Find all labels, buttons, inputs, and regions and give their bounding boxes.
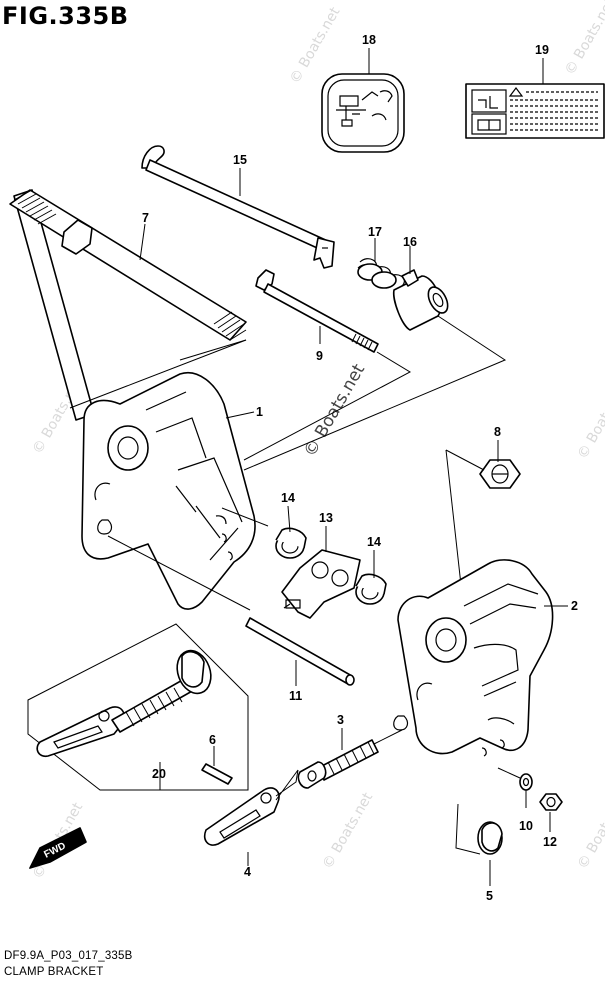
watermark-faint: © Boats.net: [575, 790, 605, 872]
figure-caption: CLAMP BRACKET: [4, 966, 104, 978]
callout-15: 15: [233, 153, 247, 167]
callout-20: 20: [152, 767, 166, 781]
watermark-faint: © Boats.net: [562, 0, 605, 78]
nut-8-part: [479, 459, 521, 489]
callout-12: 12: [543, 835, 557, 849]
watermark-main: © Boats.net: [300, 360, 369, 460]
callout-19: 19: [535, 43, 549, 57]
figure-title: FIG.335B: [2, 2, 129, 30]
spring-part: [357, 258, 405, 289]
pin-part: [201, 763, 233, 785]
callout-leaders: [139, 48, 568, 886]
collar-part: [392, 269, 449, 331]
callout-2: 2: [571, 599, 578, 613]
callout-18: 18: [362, 33, 376, 47]
clamp-screw-plate-part: [477, 821, 503, 855]
plate-part: [281, 549, 361, 619]
bushing-lower-part: [355, 573, 387, 605]
callout-13: 13: [319, 511, 333, 525]
callout-7: 7: [142, 211, 149, 225]
bushing-upper-part: [275, 527, 307, 559]
clamp-screw-part: [297, 739, 379, 789]
clamp-screw-handle-part: [203, 787, 280, 846]
callout-16: 16: [403, 235, 417, 249]
model-code: DF9.9A_P03_017_335B: [4, 950, 133, 962]
callout-5: 5: [486, 889, 493, 903]
tilt-rod-part: [141, 145, 335, 269]
callout-8: 8: [494, 425, 501, 439]
callout-10: 10: [519, 819, 533, 833]
clamp-bracket-left-part: [81, 371, 256, 610]
callout-3: 3: [337, 713, 344, 727]
caution-label-part: [465, 83, 605, 139]
fwd-direction-badge: FWD: [29, 827, 87, 869]
washer-part: [519, 773, 533, 791]
callout-4: 4: [244, 865, 251, 879]
thrust-rod-bolt-part: [9, 189, 247, 421]
callout-11: 11: [289, 689, 302, 703]
watermark-faint: © Boats.net: [575, 380, 605, 462]
callouts: 18 19 15 7 17 16 9 1 8 14 13 14 2 11 3 6…: [142, 33, 578, 903]
callout-14a: 14: [281, 491, 295, 505]
clamp-screw-assembly-part: [27, 623, 249, 791]
nut-12-part: [539, 793, 563, 811]
callout-14b: 14: [367, 535, 381, 549]
callout-1: 1: [256, 405, 263, 419]
callout-9: 9: [316, 349, 323, 363]
decal-part: [321, 73, 405, 153]
long-bolt-part: [255, 269, 379, 353]
pin-rod-part: [245, 617, 355, 686]
callout-17: 17: [368, 225, 382, 239]
clamp-bracket-right-part: [393, 559, 554, 757]
watermark-faint: © Boats.net: [320, 790, 377, 872]
callout-6: 6: [209, 733, 216, 747]
watermark-faint: © Boats.net: [0, 0, 6, 72]
